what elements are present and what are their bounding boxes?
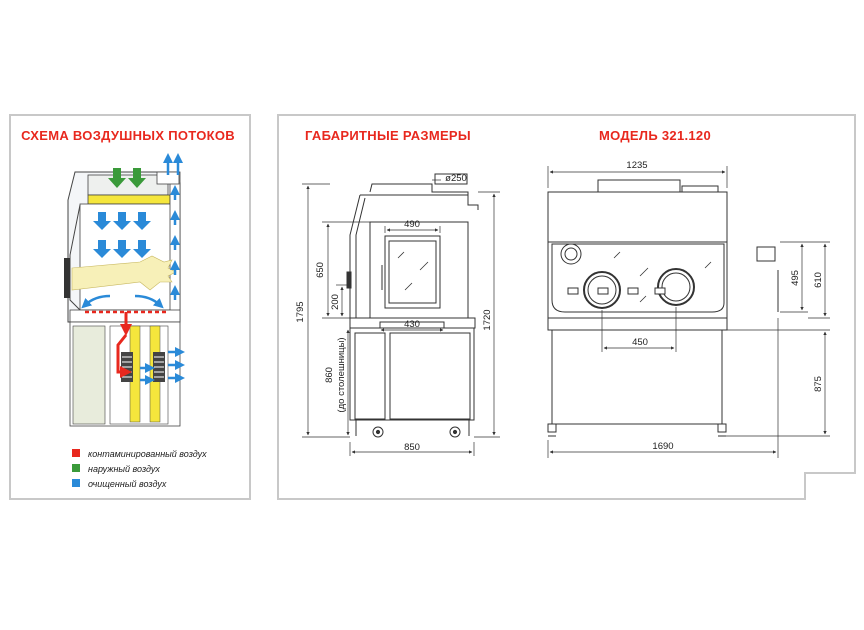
dim-window-inner: 430 xyxy=(404,319,420,330)
dim-depth: 850 xyxy=(404,442,420,453)
legend-swatch-outside xyxy=(72,464,80,472)
dim-window-width: 490 xyxy=(404,219,420,230)
dim-top-width: 1235 xyxy=(626,160,647,171)
airflow-title: СХЕМА ВОЗДУШНЫХ ПОТОКОВ xyxy=(21,128,235,143)
dim-h-495: 495 xyxy=(790,270,801,286)
dim-glove-spacing: 450 xyxy=(632,337,648,348)
legend-label-outside: наружный воздух xyxy=(88,464,160,474)
dim-front-height: 650 xyxy=(315,262,326,278)
side-view-drawing xyxy=(346,173,479,438)
legend-swatch-clean xyxy=(72,479,80,487)
airflow-legend: контаминированный воздух наружный воздух… xyxy=(72,449,207,489)
dim-total-height: 1795 xyxy=(295,301,306,322)
front-view-dimensions xyxy=(547,166,830,458)
legend-label-contaminated: контаминированный воздух xyxy=(88,449,207,459)
airflow-diagram xyxy=(64,153,185,427)
dimensions-title: ГАБАРИТНЫЕ РАЗМЕРЫ xyxy=(305,128,471,143)
airflow-panel-frame xyxy=(9,114,251,500)
side-view-dimensions xyxy=(302,179,500,456)
dim-lower-height: 200 xyxy=(330,294,341,310)
dim-table-height: 860 xyxy=(324,367,335,383)
dimensions-panel-frame xyxy=(277,114,856,500)
dim-h-610: 610 xyxy=(813,272,824,288)
dim-right-height: 1720 xyxy=(482,309,493,330)
dim-h-875: 875 xyxy=(813,376,824,392)
legend-label-clean: очищенный воздух xyxy=(88,479,167,489)
legend-swatch-contaminated xyxy=(72,449,80,457)
model-title: МОДЕЛЬ 321.120 xyxy=(599,128,711,143)
dim-total-width: 1690 xyxy=(652,441,673,452)
dim-table-note: (до столешницы) xyxy=(336,337,347,412)
front-view-drawing xyxy=(547,179,779,437)
dim-exhaust: ø250 xyxy=(445,173,467,184)
